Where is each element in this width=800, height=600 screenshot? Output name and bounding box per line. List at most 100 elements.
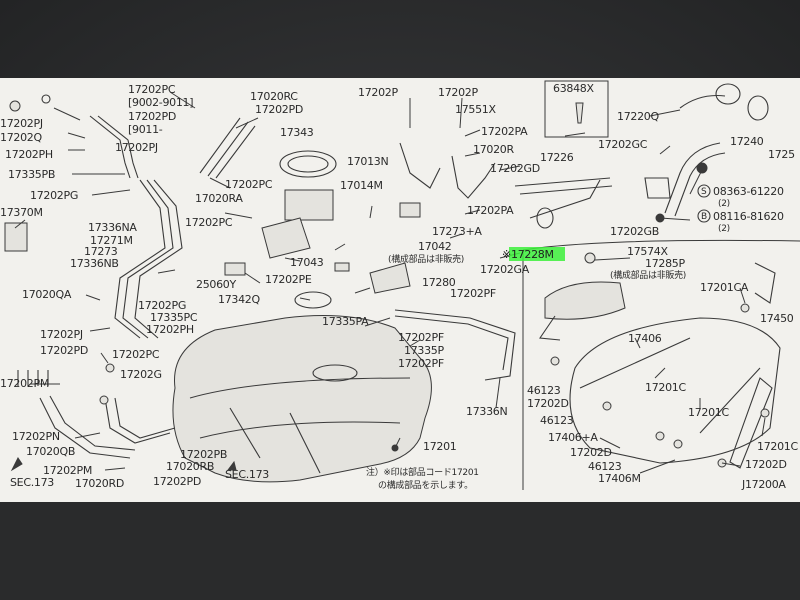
leader-lines (14, 91, 766, 474)
fuel-line (134, 179, 183, 339)
part-label: 17202PD (128, 110, 176, 123)
fuel-line (97, 115, 139, 179)
check-valve (399, 202, 421, 218)
part-label: 17201C (757, 440, 798, 453)
hose-clamp (536, 207, 554, 229)
part-label: 17202D (745, 458, 787, 471)
part-label: 17202PH (146, 323, 194, 336)
part-label: 17273+A (432, 225, 482, 238)
label-group-upper-mid: 17202P 17202P 17551X 17202PA 17013N 1702… (340, 86, 574, 418)
clip-dot (105, 363, 115, 373)
fuel-system-diagram: 17202PJ 17202Q 17202PH 17335PB 17202PG 1… (0, 80, 800, 491)
tank-strap-right (579, 337, 761, 434)
bolt (760, 408, 770, 418)
part-label: 17202PC (112, 348, 160, 361)
part-label: 17336N (466, 405, 507, 418)
part-label: 17014M (340, 179, 383, 192)
non-sale-note: (構成部品は非販売) (388, 253, 464, 265)
part-label: 17202PJ (0, 117, 43, 130)
part-label: 17406 (628, 332, 662, 345)
evap-bracket (539, 315, 561, 341)
filler-ring (747, 95, 769, 121)
part-label: 17202P (438, 86, 478, 99)
part-label: 17335PB (8, 168, 55, 181)
filler-hose (679, 94, 726, 109)
part-label: 17202Q (0, 131, 42, 144)
part-label: 17450 (760, 312, 794, 325)
vent-hose-long (394, 315, 509, 371)
part-label: 08363-61220 (713, 185, 784, 198)
bolt (696, 162, 708, 174)
fuel-tank-shape (172, 315, 432, 483)
part-label: 17202PE (265, 273, 312, 286)
part-label: 17202PG (30, 189, 78, 202)
bolt (740, 303, 750, 313)
pump-seal-ring (287, 155, 329, 173)
part-label: 17202PB (180, 448, 227, 461)
part-label: 17335PA (322, 315, 369, 328)
part-label: 17551X (455, 103, 496, 116)
fuel-line (89, 115, 131, 179)
part-label: 17342Q (218, 293, 260, 306)
part-label: 17020RC (250, 90, 298, 103)
part-label: 08116-81620 (713, 210, 784, 223)
part-label: 17202PF (450, 287, 496, 300)
arrow-icon (10, 457, 23, 472)
fuel-tank-seam (199, 421, 401, 439)
label-group-center: 17202PC [9002-9011] 17202PD [9011- 17020… (112, 83, 457, 488)
part-label: 17043 (290, 256, 324, 269)
part-label: 17406+A (548, 431, 598, 444)
pump-seal-ring (279, 150, 337, 178)
footnote: 注）※印は部品コード17201 の構成部品を示します。 (366, 466, 479, 491)
part-label: 17202D (570, 446, 612, 459)
sensor (369, 262, 411, 294)
part-label: 17202PJ (115, 141, 158, 154)
part-label: 17201C (688, 406, 729, 419)
part-label: 17202PA (481, 125, 528, 138)
part-label: 17202GA (480, 263, 530, 276)
pump-filter (224, 262, 246, 276)
highlighted-part-label: ※ 17228M (502, 247, 565, 261)
part-label: 46123 (588, 460, 622, 473)
part-label: 17202P (358, 86, 398, 99)
pump-body (261, 217, 311, 259)
part-label: 17020RA (195, 192, 243, 205)
part-label: 17226 (540, 151, 574, 164)
parts-diagram-sheet: 17202PJ 17202Q 17202PH 17335PB 17202PG 1… (0, 78, 800, 502)
part-label: 17202GB (610, 225, 659, 238)
part-label: [9011- (128, 123, 163, 136)
part-label: 17406M (598, 472, 641, 485)
filler-hose-lower (644, 177, 671, 199)
hose-filler-mid2 (529, 179, 601, 219)
part-label: 63848X (553, 82, 594, 95)
part-label: 17202PD (40, 344, 88, 357)
bolt (673, 439, 683, 449)
part-label: 17202PM (43, 464, 92, 477)
highlighted-part-number: 17228M (511, 248, 554, 261)
callout-S: S (697, 184, 711, 198)
hose (49, 395, 136, 451)
part-label: 17020RD (75, 477, 124, 490)
footnote-line-2: の構成部品を示します。 (378, 479, 473, 491)
part-label: 1725 (768, 148, 795, 161)
part-label: 17202PH (5, 148, 53, 161)
part-label: 17020R (473, 143, 514, 156)
part-label: 17202GC (598, 138, 648, 151)
tank-strap (229, 407, 321, 474)
bolt (655, 431, 665, 441)
part-label: 17336NB (70, 257, 119, 270)
part-label: 17343 (280, 126, 314, 139)
part-label: 17202PF (398, 357, 444, 370)
callout-B: B (697, 209, 711, 223)
part-label: 17271M (90, 234, 133, 247)
circle-letter: B (701, 212, 707, 222)
bolt (550, 356, 560, 366)
filler-cap (715, 83, 741, 105)
hose-s (399, 142, 441, 189)
diagram-code: J17200A (741, 478, 786, 491)
arrow-icon (227, 460, 237, 471)
non-sale-note: (構成部品は非販売) (610, 269, 686, 281)
part-label: 17013N (347, 155, 388, 168)
part-label: 17202PC (225, 178, 273, 191)
